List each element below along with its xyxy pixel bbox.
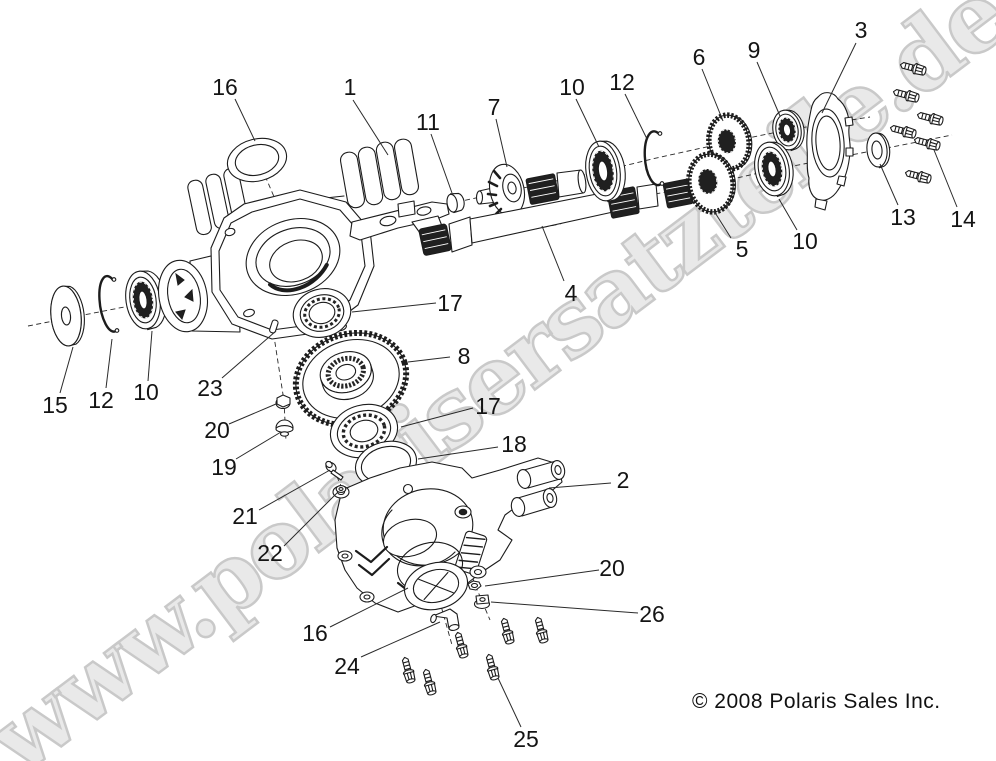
callout-number-16: 16	[302, 620, 328, 646]
callout-leader-16	[234, 98, 256, 142]
callout-number-6: 6	[693, 44, 706, 70]
callout-leader-25	[497, 677, 522, 728]
nut-22	[335, 485, 347, 493]
callout-leader-20	[228, 403, 277, 425]
callout-number-23: 23	[197, 375, 223, 401]
cover-bolts-14	[888, 59, 945, 186]
bearing-17-upper	[292, 288, 352, 338]
callout-number-18: 18	[501, 431, 527, 457]
callout-leader-6	[701, 68, 724, 122]
callout-number-24: 24	[334, 653, 360, 679]
callout-leader-17	[400, 407, 474, 428]
callout-leader-17	[351, 302, 437, 313]
callout-leader-12	[105, 338, 113, 389]
callout-leader-11	[430, 133, 453, 194]
flange-nut-26	[473, 594, 491, 610]
callout-number-19: 19	[211, 454, 237, 480]
callout-number-10: 10	[133, 379, 159, 405]
callout-number-8: 8	[458, 343, 471, 369]
snap-ring-12-right	[643, 130, 665, 187]
output-gear-8	[292, 329, 410, 429]
callout-leader-10	[147, 330, 153, 382]
cover-bolts-25	[398, 615, 551, 697]
callout-number-25: 25	[513, 726, 539, 752]
callout-leader-23	[221, 330, 277, 379]
plug-11	[446, 192, 465, 214]
callout-leader-4	[541, 225, 565, 282]
callout-number-13: 13	[890, 204, 916, 230]
callout-number-12: 12	[88, 387, 114, 413]
callout-leader-10	[575, 98, 600, 148]
callout-number-7: 7	[488, 94, 501, 120]
callout-leader-12	[624, 93, 648, 140]
nut-20-right	[467, 580, 482, 591]
callout-number-22: 22	[257, 540, 283, 566]
callout-number-10: 10	[792, 228, 818, 254]
callout-number-15: 15	[42, 392, 68, 418]
bearing-10-upper	[585, 140, 626, 203]
callout-number-4: 4	[565, 280, 578, 306]
callout-leader-15	[59, 346, 74, 394]
callout-number-26: 26	[639, 601, 665, 627]
nut-20-left	[275, 394, 291, 410]
callout-leader-21	[258, 469, 331, 511]
callout-number-5: 5	[736, 236, 749, 262]
callout-leader-24	[360, 621, 441, 658]
screw-21	[325, 460, 344, 481]
callout-leader-1	[352, 99, 389, 156]
output-shaft-4	[418, 178, 694, 256]
callout-leader-10	[778, 198, 798, 231]
callout-leader-16	[329, 587, 409, 628]
bearing-10-lower	[754, 141, 794, 198]
vent-fitting-24	[430, 608, 460, 631]
ball-bearing-10-left	[125, 270, 167, 331]
callout-number-2: 2	[617, 467, 630, 493]
callout-number-10: 10	[559, 74, 585, 100]
plug-19	[275, 419, 294, 437]
seal-ring-16-top	[226, 137, 288, 183]
copyright-text: © 2008 Polaris Sales Inc.	[692, 690, 941, 713]
bearing-9	[772, 109, 805, 152]
callout-number-3: 3	[855, 17, 868, 43]
seal-ring-16-bottom	[403, 561, 469, 611]
callout-number-16: 16	[212, 74, 238, 100]
callout-number-9: 9	[748, 37, 761, 63]
callout-leader-22	[283, 491, 339, 547]
callout-leader-13	[879, 163, 899, 206]
callout-number-17: 17	[475, 393, 501, 419]
dowel-pin-23	[269, 319, 279, 334]
callout-leader-2	[548, 482, 612, 489]
callout-number-17: 17	[437, 290, 463, 316]
pinion-gear-7	[475, 163, 526, 217]
callout-leader-8	[407, 356, 451, 363]
washer-13	[866, 132, 891, 169]
input-shaft-upper	[525, 169, 587, 205]
callout-leader-9	[756, 61, 781, 117]
snap-ring-12-left	[98, 274, 120, 333]
callout-leader-20	[484, 569, 600, 587]
callout-number-21: 21	[232, 503, 258, 529]
callout-leader-3	[821, 42, 857, 114]
callout-leader-19	[235, 431, 282, 460]
cover-plate-3	[806, 92, 854, 211]
callout-leader-7	[495, 118, 508, 168]
callout-number-1: 1	[344, 74, 357, 100]
callout-number-11: 11	[416, 109, 440, 135]
thrust-washer-15	[50, 285, 85, 347]
callout-leader-18	[417, 446, 499, 460]
callout-number-20: 20	[599, 555, 625, 581]
gear-5	[686, 151, 736, 215]
callout-number-12: 12	[609, 69, 635, 95]
callout-leader-5	[713, 210, 732, 239]
callout-number-14: 14	[950, 206, 976, 232]
callout-number-20: 20	[204, 417, 230, 443]
callout-leader-26	[490, 601, 639, 614]
callout-leader-14	[933, 149, 958, 208]
